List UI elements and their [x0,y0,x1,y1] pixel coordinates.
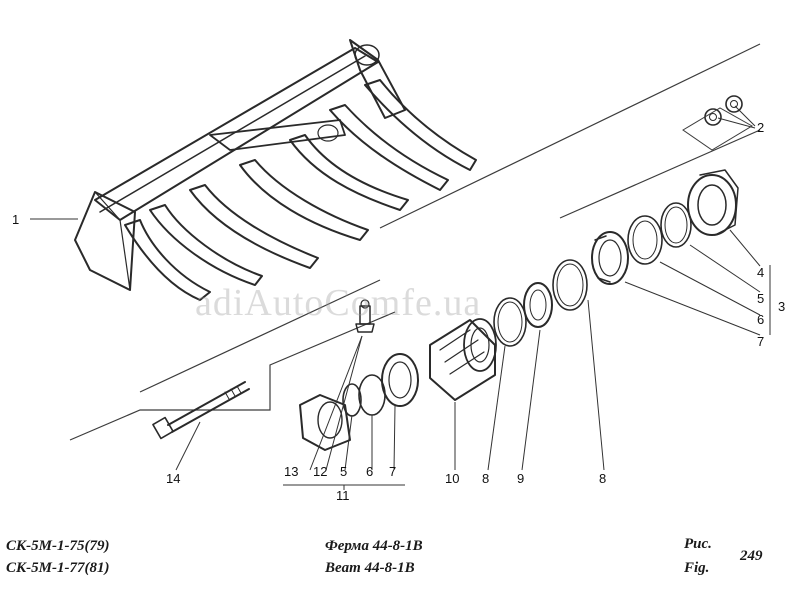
grease-fitting-part-13 [355,299,375,333]
figure-label-english: Fig. [684,560,710,576]
callout-1: 1 [12,212,19,227]
watermark: adiAutoComfe.ua [195,282,481,324]
ring-part-8-right [552,259,588,311]
callout-8-right: 8 [599,471,606,486]
figure-label-russian: Рис. [684,536,712,552]
callout-11: 11 [336,488,350,503]
callout-10: 10 [445,471,459,486]
leader-lines [30,105,771,490]
ring-part-8-left [493,297,527,347]
model-line-1: СК-5М-1-75(79) [6,538,110,554]
callout-6: 6 [757,312,764,327]
callout-7-left: 7 [389,464,396,479]
bearing-part-7 [591,231,629,285]
ring-part-5 [660,202,692,248]
seal-part-9 [523,282,553,328]
callout-7: 7 [757,334,764,349]
callout-12: 12 [313,464,327,479]
figure-number: 249 [740,548,763,564]
housing-part-4 [687,169,739,236]
callout-5-left: 5 [340,464,347,479]
callout-2: 2 [757,120,764,135]
callout-4: 4 [757,265,764,280]
nuts-part-2 [682,95,753,151]
callout-13: 13 [284,464,298,479]
housing-part-12 [299,394,351,451]
bearing-part-10 [429,318,497,401]
model-line-2: СК-5М-1-77(81) [6,560,110,576]
callout-6-left: 6 [366,464,373,479]
bearing-part-7-left [381,353,419,407]
callout-8-left: 8 [482,471,489,486]
ring-part-6 [627,215,663,265]
callout-3: 3 [778,299,785,314]
title-russian: Ферма 44-8-1В [325,538,423,554]
ring-part-6-left [358,374,386,416]
beam-frame-assembly [74,39,477,301]
bearing-housing-assembly [552,95,753,311]
bearing-stack-assembly [152,282,553,451]
callout-5: 5 [757,291,764,306]
callout-14: 14 [166,471,180,486]
title-english: Beam 44-8-1B [325,560,415,576]
bolt-part-14 [152,381,250,440]
callout-9: 9 [517,471,524,486]
callout-labels: 1 2 3 4 5 6 7 8 8 9 10 11 12 13 14 5 6 7 [12,120,785,503]
section-divider-lines [69,43,761,441]
